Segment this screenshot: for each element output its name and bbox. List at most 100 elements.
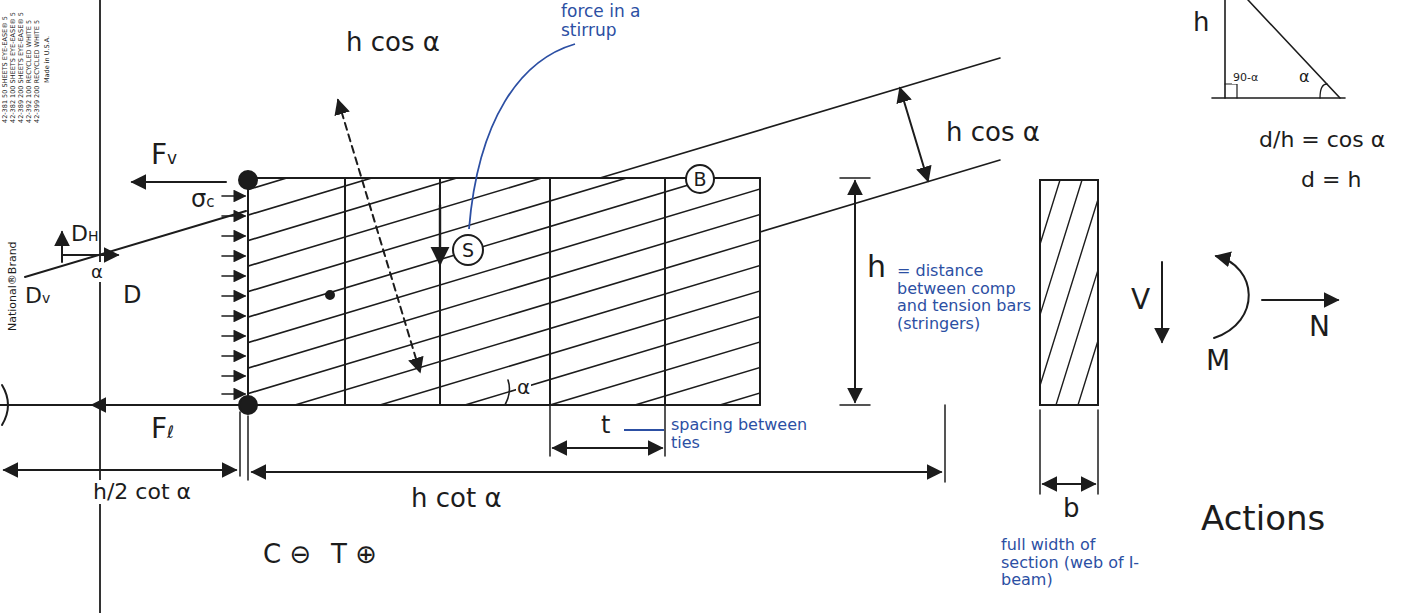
stress-arrow bbox=[222, 235, 245, 237]
force-label: Fv bbox=[150, 140, 178, 171]
strut-line bbox=[380, 178, 760, 405]
extension-tick bbox=[549, 405, 551, 456]
triangle-side bbox=[1224, 0, 1226, 98]
extension-tick bbox=[1097, 410, 1099, 494]
dimension-label: h bbox=[1192, 8, 1210, 37]
strut-line bbox=[248, 178, 415, 405]
arc-mark bbox=[2, 385, 8, 425]
strut-line bbox=[635, 178, 760, 405]
extension-tick bbox=[944, 405, 946, 482]
action-label: M bbox=[1205, 346, 1231, 377]
strut-line bbox=[248, 178, 760, 405]
hatch-line bbox=[1078, 180, 1098, 405]
stress-arrow bbox=[222, 255, 245, 257]
strut-line bbox=[465, 178, 760, 405]
top-stringer bbox=[248, 177, 760, 179]
dimension-arrow bbox=[252, 471, 941, 473]
strut-force-line bbox=[25, 211, 246, 277]
stress-arrow bbox=[222, 393, 245, 395]
margin-line bbox=[99, 0, 101, 613]
hatch-line bbox=[1040, 180, 1060, 405]
stress-arrow bbox=[222, 215, 245, 217]
dimension-arrow bbox=[854, 181, 856, 402]
dimension-label: h cos α bbox=[945, 118, 1041, 147]
hatch-line bbox=[1040, 180, 1082, 405]
node-text: B bbox=[693, 169, 706, 190]
tie-line bbox=[439, 178, 441, 405]
sheet-print: 42-382 100 SHEETS EYE-EASE® 5 bbox=[10, 11, 17, 124]
shear-arrow bbox=[1161, 262, 1163, 342]
angle-label: 90-α bbox=[1232, 72, 1259, 84]
dimension-arrow bbox=[4, 469, 236, 471]
strut-line bbox=[550, 178, 760, 405]
hatch-line bbox=[1056, 180, 1098, 405]
strut-line bbox=[248, 178, 500, 405]
extension-tick bbox=[664, 405, 666, 456]
extension-tick bbox=[840, 404, 870, 406]
stress-arrow bbox=[222, 195, 245, 197]
sheet-print: 42-392 100 RECYCLED WHITE 5 bbox=[26, 19, 33, 124]
force-label: D bbox=[122, 282, 142, 308]
angle-label: α bbox=[90, 262, 104, 282]
strut-lines bbox=[248, 178, 760, 405]
dimension-label: h cos α bbox=[345, 28, 441, 57]
stringer-bar bbox=[239, 171, 257, 189]
strut-line bbox=[248, 178, 670, 405]
extension-tick bbox=[239, 412, 241, 476]
sign-note: T ⊕ bbox=[330, 540, 378, 569]
strut-extension bbox=[760, 160, 1000, 232]
sheet-print: 42-381 50 SHEETS EYE-EASE® 5 bbox=[2, 15, 9, 124]
dimension-arrow bbox=[900, 88, 928, 181]
circled-letter: S bbox=[452, 234, 484, 266]
annotation: force in a stirrup bbox=[560, 2, 682, 39]
hatch-line bbox=[1040, 180, 1098, 405]
stress-label: σc bbox=[190, 186, 215, 212]
angle-label: α bbox=[516, 376, 531, 398]
dimension-arrow bbox=[1043, 483, 1095, 485]
axis-line bbox=[0, 404, 92, 406]
dimension-label: h bbox=[866, 250, 887, 283]
stress-arrow bbox=[222, 375, 245, 377]
strut-line bbox=[720, 178, 760, 405]
dimension-label: t bbox=[600, 412, 611, 438]
stress-arrow bbox=[222, 275, 245, 277]
circled-letter: B bbox=[685, 164, 715, 194]
stress-arrows bbox=[222, 196, 245, 394]
triangle-side bbox=[1212, 97, 1345, 99]
force-label: Dv bbox=[24, 284, 51, 308]
stress-arrow bbox=[222, 295, 245, 297]
strut-extension bbox=[600, 58, 1000, 178]
annotation: full width of section (web of I-beam) bbox=[1000, 536, 1152, 589]
sign-note: C ⊖ bbox=[262, 540, 312, 569]
triangle-side bbox=[1248, 0, 1340, 98]
angle-mark bbox=[1225, 84, 1237, 98]
sheet-print: 42-389 200 SHEETS EYE-EASE® 5 bbox=[18, 11, 25, 124]
node-text: S bbox=[462, 240, 474, 261]
angle-label: α bbox=[1298, 68, 1311, 86]
action-label: V bbox=[1130, 285, 1151, 316]
dot bbox=[326, 291, 334, 299]
dimension-label: b bbox=[1062, 494, 1081, 523]
axial-arrow bbox=[1262, 299, 1338, 301]
annotation: spacing between ties bbox=[670, 416, 812, 451]
bottom-stringer bbox=[248, 404, 760, 406]
force-arrow bbox=[92, 404, 248, 406]
moment-arrow bbox=[1214, 256, 1249, 338]
annotation: = distance between comp and tension bars… bbox=[896, 262, 1036, 332]
action-label: N bbox=[1308, 312, 1331, 343]
brand-print: National®Brand bbox=[7, 240, 19, 332]
strut-line bbox=[295, 178, 760, 405]
component-arrow bbox=[62, 254, 118, 256]
tie-line bbox=[549, 178, 551, 405]
force-label: Fℓ bbox=[150, 414, 175, 445]
dimension-label: h/2 cot α bbox=[92, 480, 192, 504]
equation: d = h bbox=[1300, 168, 1362, 192]
stress-arrow bbox=[222, 315, 245, 317]
extension-tick bbox=[247, 416, 249, 480]
sheet-print: 42-399 200 RECYCLED WHITE 5 bbox=[34, 19, 41, 124]
leader-line bbox=[469, 44, 575, 229]
heading-note: Actions bbox=[1200, 500, 1326, 537]
